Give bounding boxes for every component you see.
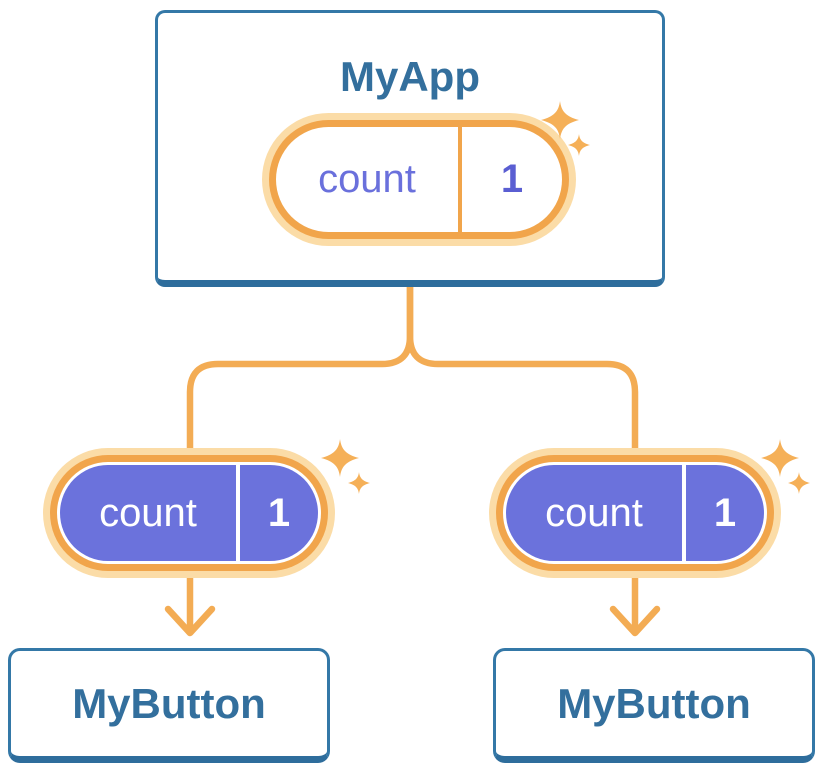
component-card-mybutton-right: MyButton [493, 648, 815, 763]
state-pill-child-left: count 1 [43, 448, 335, 578]
pill-divider [682, 465, 686, 561]
pill-border: count 1 [50, 455, 328, 571]
pill-body: count 1 [503, 462, 767, 564]
component-title: MyApp [340, 53, 480, 100]
component-card-mybutton-left: MyButton [8, 648, 330, 763]
arrow-down-icon [609, 572, 661, 637]
state-value-label: 1 [713, 490, 737, 535]
component-title: MyButton [72, 679, 266, 727]
sparkle-icon [321, 439, 370, 494]
pill-body: count 1 [57, 462, 321, 564]
sparkle-icon [541, 101, 590, 156]
state-name-label: count [318, 157, 416, 201]
branch-left-line [186, 283, 414, 456]
state-pill-root: count 1 [262, 113, 576, 246]
arrow-down-icon [164, 572, 216, 637]
pill-border: count 1 [496, 455, 774, 571]
pill-body: count 1 [276, 127, 562, 232]
sparkle-icon [761, 439, 810, 494]
state-value-label: 1 [500, 157, 524, 201]
state-pill-child-right: count 1 [489, 448, 781, 578]
branch-right-line [406, 283, 639, 456]
state-name-label: count [99, 490, 197, 535]
component-title: MyButton [557, 679, 751, 727]
state-value-label: 1 [267, 490, 291, 535]
pill-divider [236, 465, 240, 561]
state-name-label: count [545, 490, 643, 535]
pill-core: count 1 [506, 465, 764, 561]
pill-divider [458, 127, 462, 232]
pill-core: count 1 [60, 465, 318, 561]
pill-border: count 1 [269, 120, 569, 239]
